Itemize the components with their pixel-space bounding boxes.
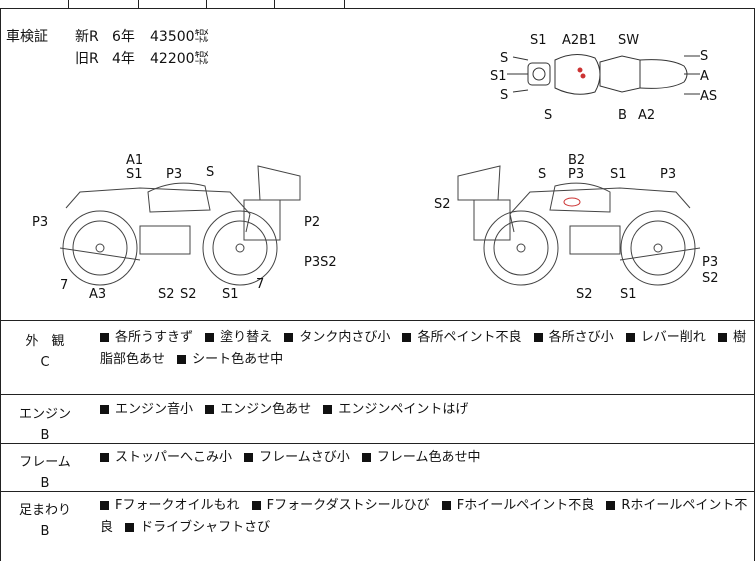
label: S1 <box>530 33 547 48</box>
label: S2 <box>434 197 451 212</box>
label: B2 <box>568 153 585 168</box>
label: A <box>700 69 709 84</box>
label: S <box>500 88 508 103</box>
reg-km-old: 42200㌖ <box>150 51 209 67</box>
left-side-view-icon <box>59 165 301 286</box>
top-table-strip <box>0 0 755 9</box>
label: 7 <box>60 278 68 293</box>
list-item: ドライブシャフトさび <box>140 520 271 535</box>
list-item: Rホイールペイント不良 <box>100 498 748 535</box>
label: S1 <box>126 167 143 182</box>
label: AS <box>700 89 717 104</box>
right-side-labels: B2 S P3 S1 P3 S2 P3 S2 S2 S1 <box>434 153 719 302</box>
label: S2 <box>576 287 593 302</box>
label: A1 <box>126 153 143 168</box>
label: S1 <box>222 287 239 302</box>
label: P3 <box>702 255 718 270</box>
motorcycle-damage-diagram: S1 A2B1 SW S S1 S S B A2 S A AS A1 S1 P <box>32 33 719 302</box>
engine-items: エンジン音小 エンジン色あせ エンジンペイントはげ <box>100 399 750 421</box>
reg-km-new: 43500㌖ <box>150 29 209 45</box>
list-item: エンジン色あせ <box>220 402 312 417</box>
label: A2 <box>638 108 655 123</box>
label: SW <box>618 33 639 48</box>
list-item: 樹脂部色あせ <box>100 330 746 367</box>
reg-type-old: 旧R <box>75 51 99 67</box>
reg-type-new: 新R <box>75 29 99 45</box>
registration-label: 車検証 <box>6 29 48 45</box>
frame-items: ストッパーへこみ小 フレームさび小 フレーム色あせ中 <box>100 447 750 469</box>
reg-year-old: 4年 <box>112 51 135 67</box>
label: S2 <box>180 287 197 302</box>
list-item: エンジン音小 <box>115 402 194 417</box>
label: P2 <box>304 215 320 230</box>
list-item: 各所ペイント不良 <box>417 330 522 345</box>
label: P3 <box>660 167 676 182</box>
list-item: レバー削れ <box>640 330 706 345</box>
list-item: 塗り替え <box>220 330 273 345</box>
label: P3 <box>166 167 182 182</box>
exterior-items: 各所うすきず 塗り替え タンク内さび小 各所ペイント不良 各所さび小 レバー削れ… <box>100 327 750 371</box>
label: S <box>700 49 708 64</box>
list-item: フレーム色あせ中 <box>376 450 481 465</box>
label: A2B1 <box>562 33 596 48</box>
list-item: 各所うすきず <box>115 330 194 345</box>
label: S <box>500 51 508 66</box>
list-item: シート色あせ中 <box>192 352 284 367</box>
label: P3 <box>32 215 48 230</box>
label: P3S2 <box>304 255 337 270</box>
list-item: Fホイールペイント不良 <box>456 498 595 513</box>
label: S <box>544 108 552 123</box>
label: S1 <box>490 69 507 84</box>
label: S2 <box>702 271 719 286</box>
label: P3 <box>568 167 584 182</box>
top-view-labels: S1 A2B1 SW S S1 S S B A2 S A AS <box>490 33 717 123</box>
reg-year-new: 6年 <box>112 29 135 45</box>
list-item: Fフォークオイルもれ <box>115 498 240 513</box>
list-item: タンク内さび小 <box>299 330 391 345</box>
label: S1 <box>610 167 627 182</box>
left-side-labels: A1 S1 P3 S P3 P2 P3S2 7 A3 S2 S2 S1 7 <box>32 153 337 302</box>
label: 7 <box>256 277 264 292</box>
list-item: 各所さび小 <box>548 330 614 345</box>
list-item: フレームさび小 <box>259 450 350 465</box>
label: S <box>206 165 214 180</box>
label: S2 <box>158 287 175 302</box>
label: B <box>618 108 627 123</box>
label: A3 <box>89 287 106 302</box>
top-view-icon <box>507 54 700 95</box>
label: S <box>538 167 546 182</box>
list-item: エンジンペイントはげ <box>338 402 469 417</box>
suspension-items: Fフォークオイルもれ Fフォークダストシールひび Fホイールペイント不良 Rホイ… <box>100 495 750 539</box>
label: S1 <box>620 287 637 302</box>
list-item: ストッパーへこみ小 <box>115 450 233 465</box>
right-side-view-icon <box>457 165 701 286</box>
list-item: Fフォークダストシールひび <box>266 498 430 513</box>
